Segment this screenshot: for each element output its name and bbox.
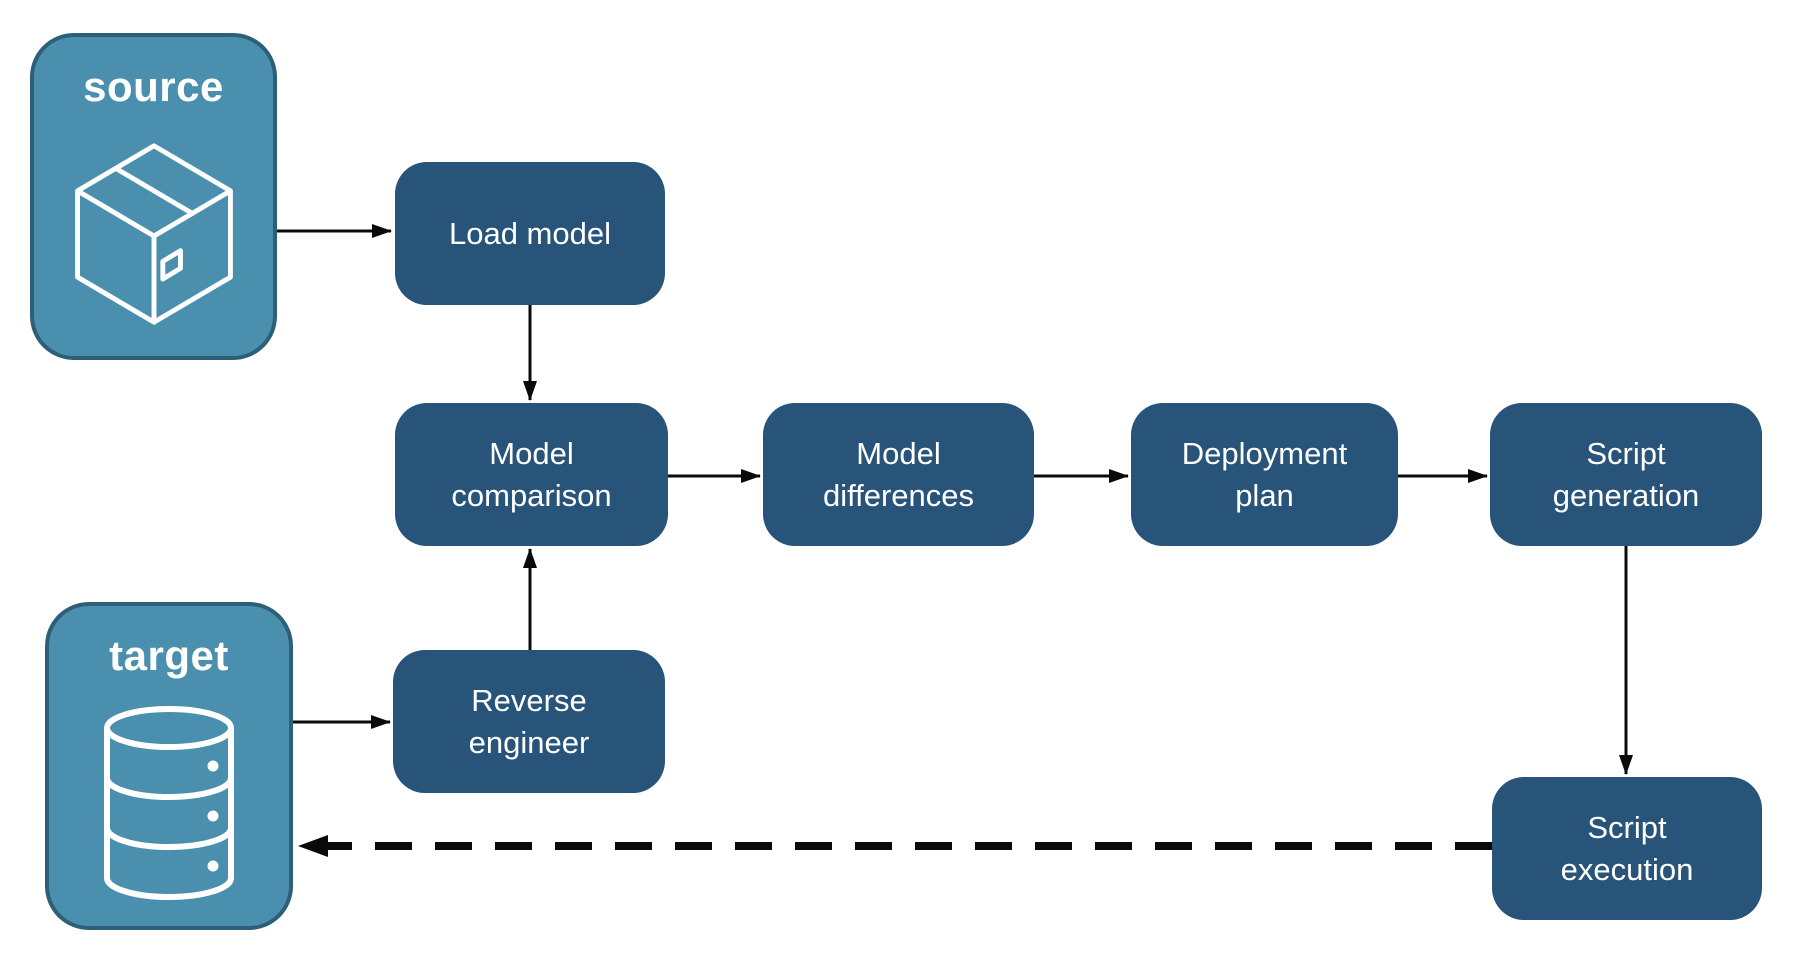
node-script-execution: Script execution: [1492, 777, 1762, 920]
node-model-comparison: Model comparison: [395, 403, 668, 546]
source-endpoint: source: [30, 33, 277, 360]
node-reverse-engineer: Reverse engineer: [393, 650, 665, 793]
node-model-differences: Model differences: [763, 403, 1034, 546]
node-script-generation: Script generation: [1490, 403, 1762, 546]
package-icon: [34, 111, 273, 356]
target-label: target: [109, 632, 229, 679]
source-label: source: [83, 63, 224, 110]
node-load-model: Load model: [395, 162, 665, 305]
target-endpoint: target: [45, 602, 293, 930]
database-icon: [49, 680, 289, 926]
node-deployment-plan: Deployment plan: [1131, 403, 1398, 546]
